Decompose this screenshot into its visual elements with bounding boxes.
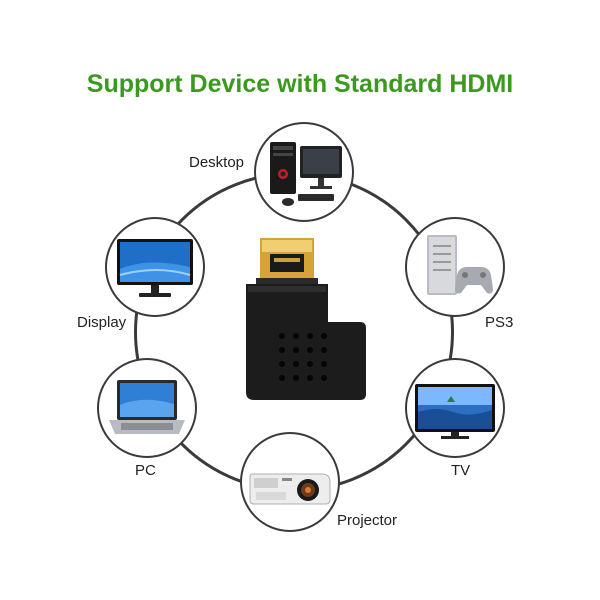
laptop-icon [97,358,197,458]
projector-icon [240,432,340,532]
hdmi-right-angle-adapter-icon [232,232,372,432]
game-console-icon [405,217,505,317]
device-label-display: Display [77,314,127,331]
device-label-tv: TV [451,462,471,479]
headline: Support Device with Standard HDMI [86,70,514,98]
device-label-ps3: PS3 [485,314,514,331]
device-label-pc: PC [135,462,156,479]
television-icon [405,358,505,458]
desktop-computer-icon [254,122,354,222]
monitor-icon [105,217,205,317]
device-label-projector: Projector [337,512,398,529]
device-label-desktop: Desktop [189,154,245,171]
